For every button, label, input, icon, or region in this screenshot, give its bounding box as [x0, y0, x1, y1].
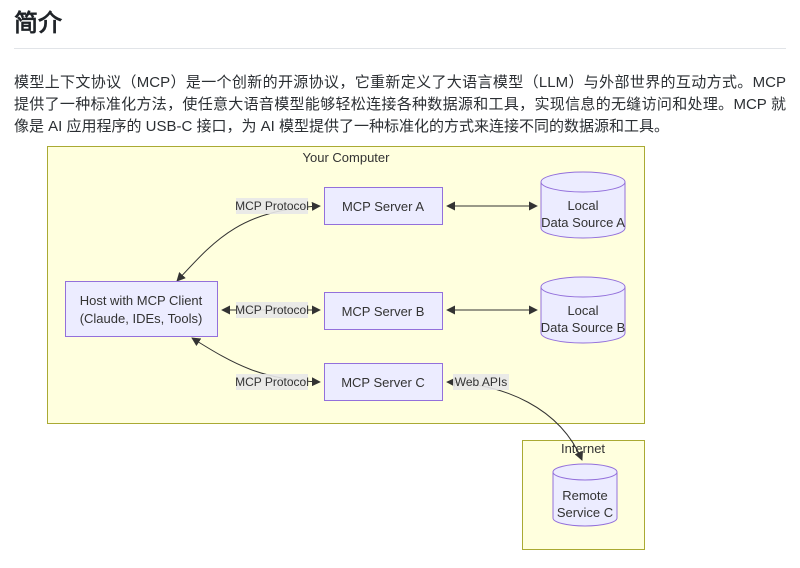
node-local-data-source-a: Local Data Source A [540, 171, 626, 239]
edge-label-bg [236, 198, 308, 214]
remote-label-line2: Service C [557, 505, 613, 520]
host-label-line2: (Claude, IDEs, Tools) [80, 311, 203, 326]
edge-label-protocol-a: MCP Protocol [235, 198, 309, 214]
host-box [65, 281, 218, 337]
internet-label: Internet [561, 441, 605, 456]
ds-a-cylinder-top [540, 171, 626, 193]
ds-b-label-line1: Local [567, 303, 598, 318]
mcp-architecture-diagram: Your Computer Internet MCP Protocol MCP … [47, 146, 645, 550]
mcp-protocol-label-a: MCP Protocol [235, 199, 309, 213]
mcp-server-b-label: MCP Server B [342, 304, 425, 319]
mcp-protocol-label-b: MCP Protocol [235, 303, 309, 317]
host-label-line1: Host with MCP Client [80, 293, 203, 308]
ds-b-label-line2: Data Source B [541, 320, 626, 335]
remote-label-line1: Remote [562, 488, 608, 503]
node-host: Host with MCP Client (Claude, IDEs, Tool… [65, 281, 218, 337]
remote-cylinder-top [552, 463, 618, 481]
edge-label-bg [236, 374, 308, 390]
ds-a-label-line1: Local [567, 198, 598, 213]
page-title: 简介 [14, 10, 786, 49]
edge-label-bg [453, 374, 509, 390]
ds-a-cylinder-body [540, 182, 626, 239]
edge-label-protocol-b: MCP Protocol [235, 302, 309, 318]
ds-b-cylinder-top [540, 276, 626, 298]
your-computer-label: Your Computer [303, 150, 391, 165]
node-mcp-server-b: MCP Server B [324, 292, 443, 330]
mcp-server-b-box [324, 292, 443, 330]
edge-label-web-apis: Web APIs [453, 374, 509, 390]
web-apis-label: Web APIs [455, 375, 507, 389]
node-local-data-source-b: Local Data Source B [540, 276, 626, 344]
mcp-server-a-label: MCP Server A [342, 199, 424, 214]
ds-a-label-line2: Data Source A [541, 215, 625, 230]
edge-label-bg [236, 302, 308, 318]
node-remote-service-c: Remote Service C [552, 463, 618, 527]
mcp-server-a-box [324, 187, 443, 225]
ds-b-cylinder-body [540, 287, 626, 344]
mcp-server-c-box [324, 363, 443, 401]
edge-label-protocol-c: MCP Protocol [235, 374, 309, 390]
mcp-protocol-label-c: MCP Protocol [235, 375, 309, 389]
remote-cylinder-body [552, 472, 618, 527]
node-mcp-server-c: MCP Server C [324, 363, 443, 401]
doc-header: 简介 [0, 0, 800, 57]
intro-paragraph: 模型上下文协议（MCP）是一个创新的开源协议，它重新定义了大语言模型（LLM）与… [14, 73, 786, 135]
node-mcp-server-a: MCP Server A [324, 187, 443, 225]
mcp-server-c-label: MCP Server C [341, 375, 425, 390]
